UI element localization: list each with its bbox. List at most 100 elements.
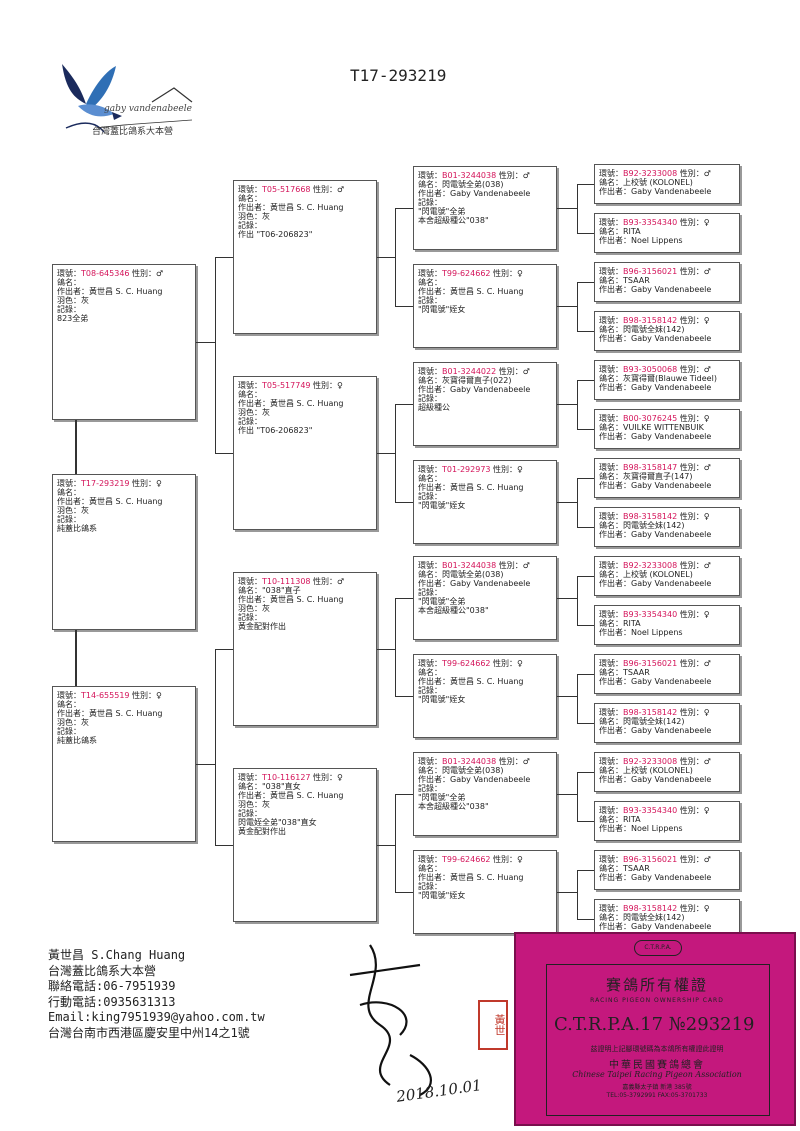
pedigree-card: 環號：B98-3158147 性別：♂鴿名：灰寶得爾直子(147)作出者：Gab… [594,458,740,498]
connector-line [395,404,396,502]
ring-number: T05-517668 [262,185,311,194]
ring-number: B01-3244038 [442,561,497,570]
ring-line: 環號：T10-111308 性別：♂ [238,577,372,586]
ring-number: T10-116127 [262,773,311,782]
ownership-card: C.T.R.P.A. 賽鴿所有權證 RACING PIGEON OWNERSHI… [514,932,796,1126]
ring-line: 環號：B93-3354340 性別：♀ [599,218,735,227]
pedigree-line: 黃金配對作出 [238,622,286,631]
ring-number: B92-3233008 [623,561,678,570]
sex-label: 性別： [677,316,704,325]
contact-phone: 聯絡電話:06-7951939 [48,979,176,993]
sex-label: 性別： [677,806,704,815]
sex-label: 性別： [490,269,518,278]
pedigree-line: 鴿名： [238,194,262,203]
sex-label: 性別： [677,365,704,374]
pedigree-line: 鴿名：閃電號全妹(142) [599,325,685,334]
connector-line [557,696,577,697]
pedigree-line: 作出 "T06-206823" [238,426,313,435]
connector-line [395,892,413,893]
pedigree-line: "閃電號"全弟 [418,597,466,606]
pedigree-card: 環號：B92-3233008 性別：♂鴿名：上校號 (KOLONEL)作出者：G… [594,164,740,204]
connector-line [557,404,577,405]
ring-number: B98-3158142 [623,512,678,521]
pedigree-line: 鴿名： [238,390,262,399]
ring-number: B96-3156021 [623,855,678,864]
connector-line [577,674,578,723]
ring-number: T99-624662 [442,659,491,668]
connector-line [577,821,594,822]
connector-line [577,331,594,332]
pedigree-line: 鴿名： [57,700,81,709]
connector-line [377,453,395,454]
connector-line [577,576,594,577]
pedigree-line: 記錄： [418,394,442,403]
sex-symbol: ♀ [703,806,710,815]
pedigree-line: 鴿名：灰寶得爾直子(022) [418,376,512,385]
connector-line [577,919,594,920]
connector-line [557,208,577,209]
connector-line [577,478,594,479]
pedigree-line: 鴿名： [418,474,442,483]
connector-line [577,576,578,625]
ring-label: 環號： [599,218,623,227]
pedigree-line: 記錄： [418,784,442,793]
connector-line [395,598,396,696]
ring-line: 環號：B93-3354340 性別：♀ [599,806,735,815]
ring-number: B92-3233008 [623,757,678,766]
ring-label: 環號： [57,269,81,278]
connector-line [577,184,578,233]
ring-line: 環號：B01-3244038 性別：♂ [418,757,552,766]
ring-label: 環號： [238,381,262,390]
ring-label: 環號： [418,659,442,668]
pedigree-line: 作出者：Gaby Vandenabeele [599,481,712,490]
connector-line [557,502,577,503]
connector-line [577,282,594,283]
sex-symbol: ♀ [703,610,710,619]
connector-line [395,208,396,306]
sex-label: 性別： [677,708,704,717]
sex-symbol: ♀ [337,773,343,782]
ring-label: 環號： [238,773,262,782]
pedigree-line: 鴿名：上校號 (KOLONEL) [599,766,693,775]
ring-number: B01-3244022 [442,367,497,376]
pedigree-line: 鴿名： [418,864,442,873]
ring-line: 環號：B98-3158142 性別：♀ [599,708,735,717]
connector-line [215,845,233,846]
ring-line: 環號：B92-3233008 性別：♂ [599,561,735,570]
ring-label: 環號： [418,561,442,570]
ring-number: T14-655519 [81,691,130,700]
sex-label: 性別： [310,773,338,782]
ring-line: 環號：T10-116127 性別：♀ [238,773,372,782]
sex-label: 性別： [496,561,523,570]
pedigree-line: 羽色：灰 [57,296,89,305]
ring-number: B98-3158147 [623,463,678,472]
pedigree-line: 鴿名：RITA [599,227,641,236]
ring-line: 環號：B92-3233008 性別：♂ [599,757,735,766]
pedigree-card: 環號：B01-3244038 性別：♂鴿名：閃電號全弟(038)作出者：Gaby… [413,752,557,836]
card-serial: №293219 [668,1014,755,1035]
ring-line: 環號：B93-3050068 性別：♂ [599,365,735,374]
sex-label: 性別： [677,512,704,521]
pedigree-card: 環號：T14-655519 性別：♀鴿名：作出者：黃世昌 S. C. Huang… [52,686,196,842]
ring-label: 環號： [599,169,623,178]
logo-script-text: gaby vandenabeele [104,104,192,114]
pedigree-card: 環號：B93-3050068 性別：♂鴿名：灰寶得爾(Blauwe Tideel… [594,360,740,400]
pedigree-line: 作出者：Gaby Vandenabeele [599,383,712,392]
ring-label: 環號： [599,757,623,766]
pedigree-card: 環號：B92-3233008 性別：♂鴿名：上校號 (KOLONEL)作出者：G… [594,752,740,792]
connector-line [395,404,413,405]
sex-label: 性別： [496,171,523,180]
pedigree-line: 作出者：Gaby Vandenabeele [418,189,531,198]
pedigree-line: 記錄： [418,296,442,305]
contact-address: 台灣台南市西港區慶安里中州14之1號 [48,1025,250,1040]
pedigree-line: 鴿名：閃電號全妹(142) [599,717,685,726]
pedigree-line: 作出者：Gaby Vandenabeele [418,385,531,394]
ring-number: B01-3244038 [442,171,497,180]
pedigree-line: 記錄： [57,515,81,524]
sex-symbol: ♀ [703,512,710,521]
ring-label: 環號： [599,414,623,423]
pedigree-card: 環號：T01-292973 性別：♀鴿名：作出者：黃世昌 S. C. Huang… [413,460,557,544]
connector-line [196,342,216,343]
ring-label: 環號： [599,855,623,864]
ring-line: 環號：B96-3156021 性別：♂ [599,855,735,864]
